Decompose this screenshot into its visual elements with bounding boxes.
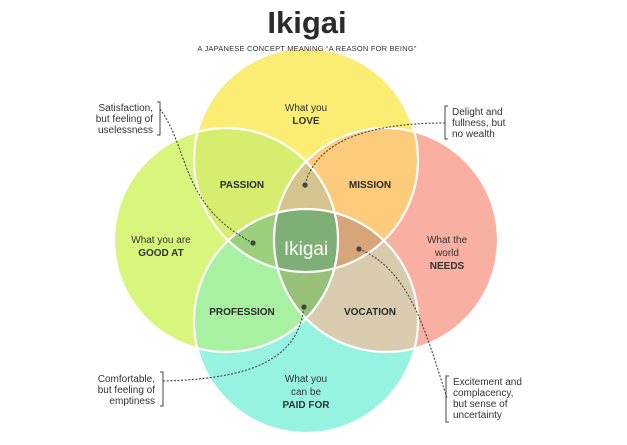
svg-text:but feeling of: but feeling of <box>98 385 155 396</box>
label-passion: PASSION <box>220 180 264 191</box>
note-bottom-right: Excitement and complacency, but sense of… <box>453 377 522 421</box>
circle-world-needs-label: What the world NEEDS <box>427 235 467 272</box>
svg-text:Comfortable,: Comfortable, <box>98 374 155 385</box>
svg-text:but sense of: but sense of <box>453 399 508 410</box>
note-top-right: Delight and fullness, but no wealth <box>452 107 506 140</box>
note-top-left: Satisfaction, but feeling of uselessness <box>96 103 153 136</box>
note-bottom-left: Comfortable, but feeling of emptiness <box>98 374 155 407</box>
leader-top-left-dot <box>250 240 256 246</box>
svg-text:fullness, but: fullness, but <box>452 118 506 129</box>
circle-good-at-label: What you are GOOD AT <box>131 235 191 259</box>
circle-outlines <box>112 46 500 435</box>
leader-top-left <box>159 108 254 244</box>
page-subtitle: A JAPANESE CONCEPT MEANING “A REASON FOR… <box>197 44 416 53</box>
svg-text:What you: What you <box>285 103 327 114</box>
svg-text:NEEDS: NEEDS <box>430 261 465 272</box>
circle-love-label: What you LOVE <box>285 103 327 127</box>
note-brackets <box>157 101 449 423</box>
svg-text:Delight and: Delight and <box>452 107 503 118</box>
svg-text:uselessness: uselessness <box>98 125 153 136</box>
svg-text:uncertainty: uncertainty <box>453 410 502 421</box>
label-vocation: VOCATION <box>344 307 396 318</box>
svg-text:can be: can be <box>291 387 321 398</box>
leader-top-right-dot <box>302 182 308 188</box>
svg-text:What you are: What you are <box>131 235 191 246</box>
leader-lines <box>159 108 448 399</box>
svg-text:What you: What you <box>285 374 327 385</box>
label-profession: PROFESSION <box>209 307 275 318</box>
svg-text:no wealth: no wealth <box>452 129 495 140</box>
svg-text:Excitement and: Excitement and <box>453 377 522 388</box>
svg-text:but feeling of: but feeling of <box>96 114 153 125</box>
leader-bottom-right <box>358 248 448 399</box>
circle-paid-for-label: What you can be PAID FOR <box>282 374 330 411</box>
leader-bottom-left-dot <box>301 304 307 310</box>
svg-text:LOVE: LOVE <box>292 116 320 127</box>
svg-text:Satisfaction,: Satisfaction, <box>99 103 153 114</box>
page-title: Ikigai <box>267 5 346 40</box>
svg-text:complacency,: complacency, <box>453 388 513 399</box>
svg-text:What the: What the <box>427 235 467 246</box>
svg-text:GOOD AT: GOOD AT <box>138 248 184 259</box>
label-mission: MISSION <box>349 180 391 191</box>
leader-bottom-right-dot <box>356 246 362 252</box>
leader-bottom-left <box>162 306 305 382</box>
svg-text:world: world <box>434 248 459 259</box>
svg-text:emptiness: emptiness <box>109 396 155 407</box>
label-ikigai: Ikigai <box>284 239 328 260</box>
svg-text:PAID FOR: PAID FOR <box>282 400 330 411</box>
